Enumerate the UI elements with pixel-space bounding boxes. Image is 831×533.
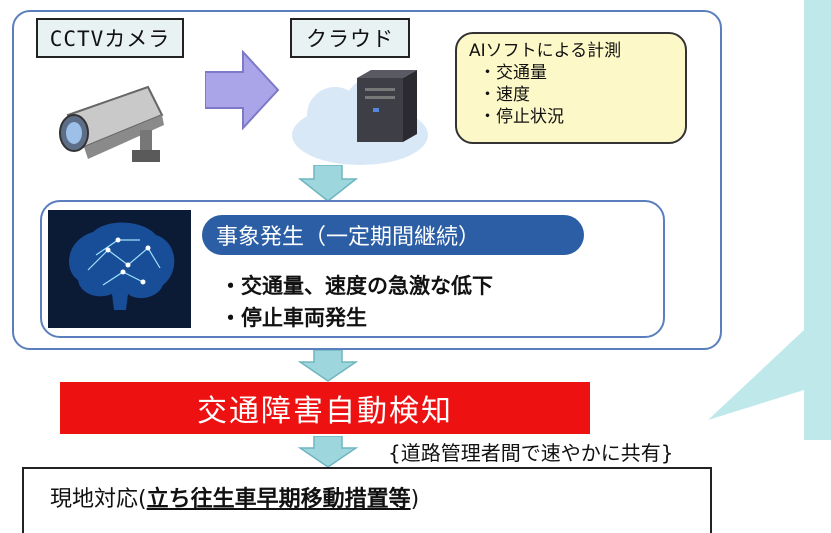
ai-measurement-item: ・停止状況	[479, 107, 564, 127]
ai-brain-icon	[48, 210, 191, 328]
flow-arrow-down	[298, 350, 358, 382]
event-title: 事象発生（一定期間継続）	[202, 215, 584, 255]
cloud-server-icon	[292, 70, 428, 165]
action-prefix: 現地対応(	[50, 487, 147, 512]
cctv-camera-label: CCTVカメラ	[36, 18, 184, 58]
action-emphasis: 立ち往生車早期移動措置等	[146, 487, 411, 512]
action-suffix: )	[410, 487, 420, 512]
flow-arrow-right	[205, 50, 280, 130]
event-item: ・停止車両発生	[220, 306, 367, 330]
bracket-close: }	[660, 441, 674, 465]
event-item: ・交通量、速度の急激な低下	[220, 274, 493, 298]
share-note-text: 道路管理者間で速やかに共有	[400, 441, 661, 465]
callout-shape	[708, 0, 831, 440]
ai-measurement-item: ・交通量	[479, 63, 547, 83]
cctv-camera-icon	[59, 85, 164, 162]
cloud-label: クラウド	[290, 18, 410, 58]
auto-detection-banner: 交通障害自動検知	[60, 382, 590, 434]
onsite-response-box: 現地対応(立ち往生車早期移動措置等)	[22, 467, 712, 533]
ai-measurement-item: ・速度	[479, 85, 530, 105]
flow-arrow-down	[298, 165, 358, 202]
share-note: {道路管理者間で速やかに共有}	[388, 437, 673, 466]
flow-arrow-down	[298, 436, 358, 468]
ai-measurement-bubble: AIソフトによる計測 ・交通量 ・速度 ・停止状況	[455, 32, 687, 144]
ai-measurement-title: AIソフトによる計測	[469, 41, 622, 61]
bracket-open: {	[388, 441, 401, 465]
